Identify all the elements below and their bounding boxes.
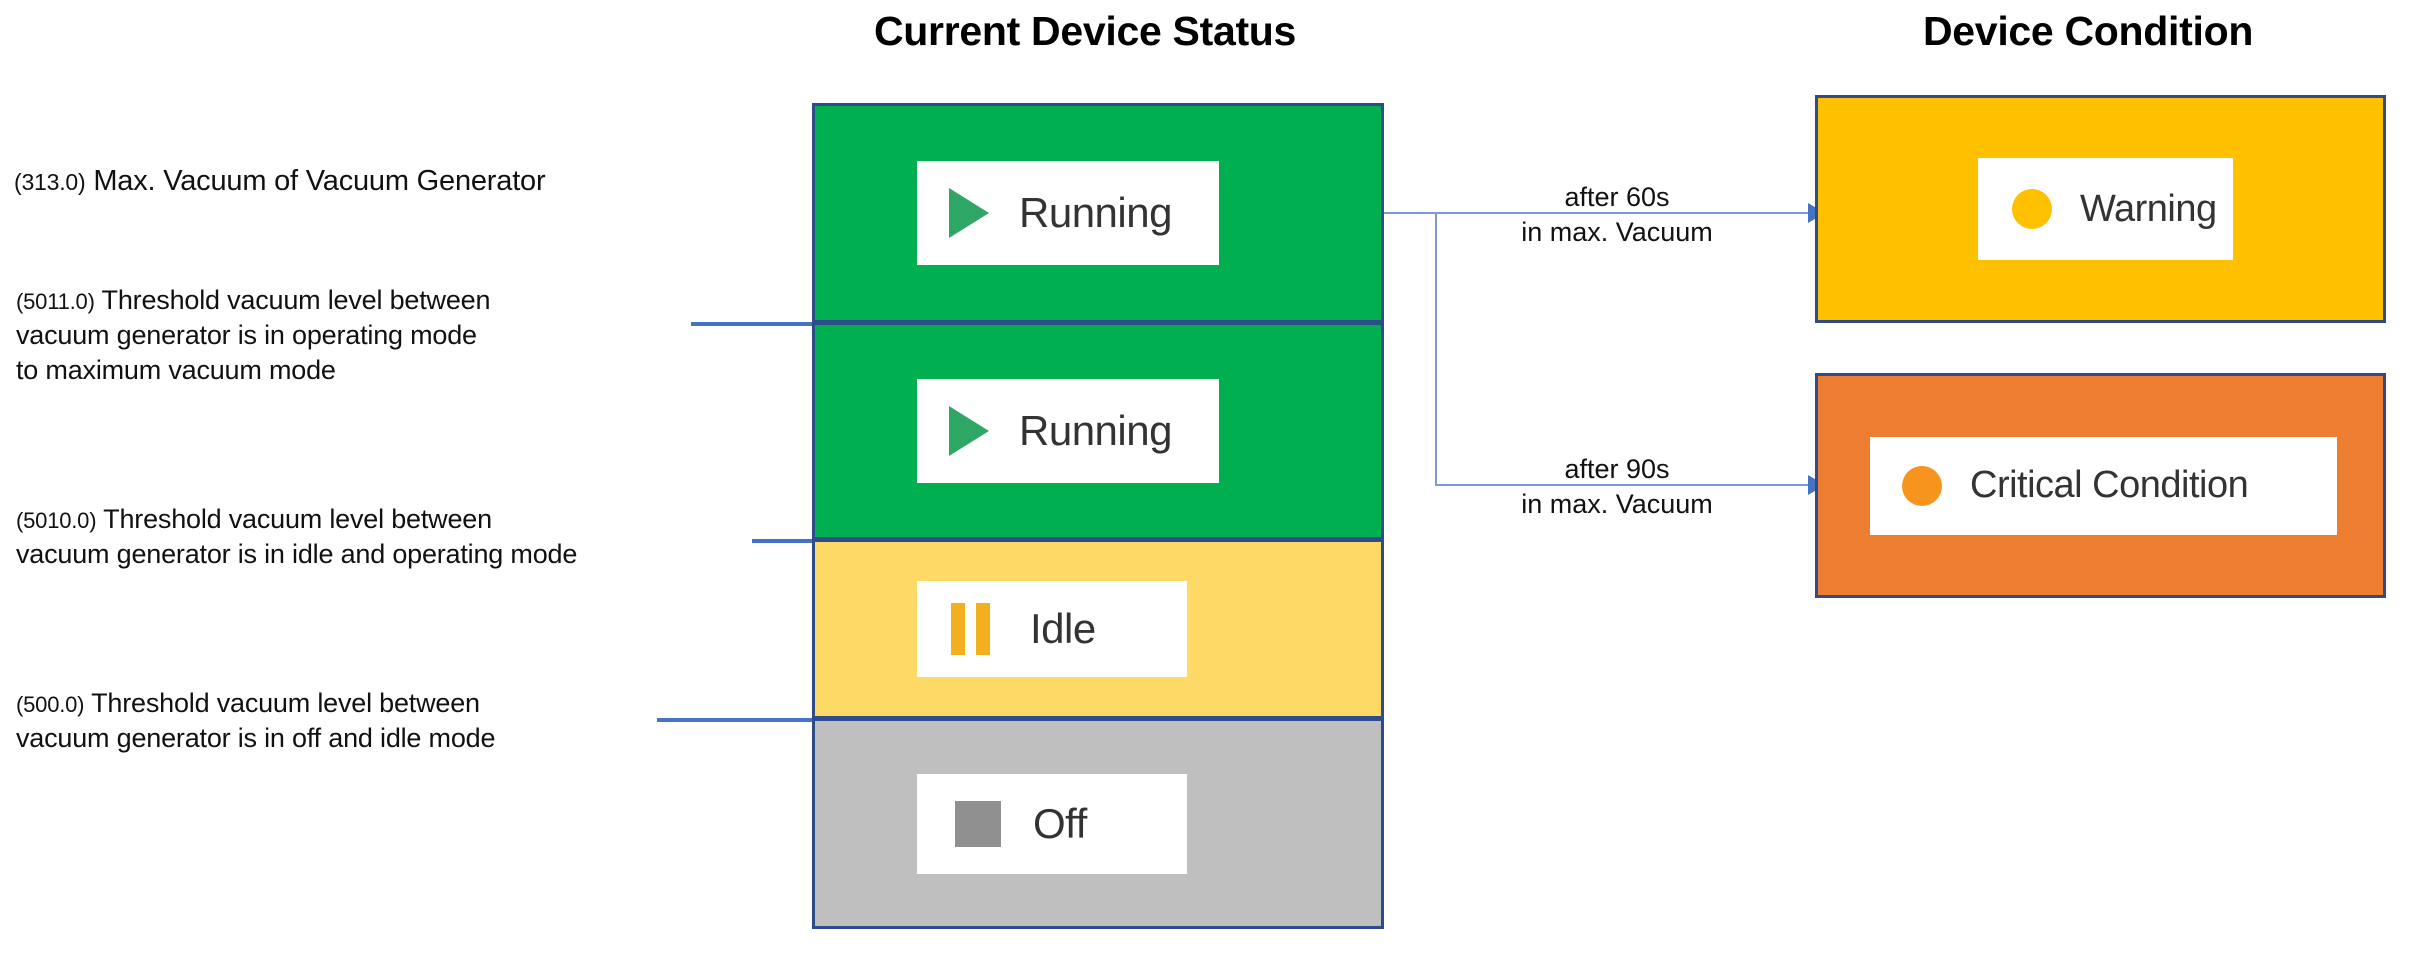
status-box-running-operating[interactable]: Running (812, 322, 1384, 540)
current-device-status-stack: Running Running Idle Off (812, 103, 1384, 929)
condition-box-warning[interactable]: Warning (1815, 95, 2386, 323)
annotation-threshold-5011: (5011.0) Threshold vacuum level between … (16, 283, 666, 388)
annotation-code: (313.0) (14, 169, 86, 195)
leader-line-5011 (691, 322, 815, 326)
page-title-current-device-status: Current Device Status (874, 8, 1297, 54)
annotation-max-vacuum: (313.0) Max. Vacuum of Vacuum Generator (14, 163, 654, 201)
status-chip: Idle (917, 581, 1187, 677)
stop-icon (955, 800, 1001, 847)
status-box-off[interactable]: Off (812, 718, 1384, 929)
annotation-line: Max. Vacuum of Vacuum Generator (93, 165, 546, 197)
status-box-idle[interactable]: Idle (812, 539, 1384, 719)
connector-line-critical (1435, 484, 1810, 486)
annotation-line: vacuum generator is in operating mode (16, 320, 477, 351)
pause-icon (951, 603, 990, 655)
page-title-device-condition: Device Condition (1923, 8, 2254, 54)
status-label: Running (1019, 189, 1172, 236)
transition-line-2: in max. Vacuum (1521, 489, 1713, 520)
annotation-line: Threshold vacuum level between (103, 504, 492, 534)
connector-line-warning (1435, 212, 1810, 214)
status-label: Running (1019, 407, 1172, 454)
condition-chip: Warning (1978, 158, 2233, 260)
status-chip: Running (917, 161, 1219, 265)
annotation-line: Threshold vacuum level between (91, 688, 480, 718)
transition-label-warning: after 60s in max. Vacuum (1492, 180, 1742, 250)
condition-label: Critical Condition (1970, 464, 2249, 506)
connector-line-branch (1435, 212, 1437, 485)
play-icon (949, 188, 989, 238)
transition-line-1: after 90s (1564, 454, 1670, 484)
annotation-code: (500.0) (16, 692, 85, 717)
circle-icon (2012, 189, 2052, 229)
annotation-code: (5010.0) (16, 508, 97, 533)
transition-label-critical: after 90s in max. Vacuum (1492, 452, 1742, 522)
condition-chip: Critical Condition (1870, 436, 2337, 535)
connector-line-stem (1384, 212, 1436, 214)
annotation-line: Threshold vacuum level between (101, 285, 491, 315)
play-icon (949, 406, 989, 456)
leader-line-5010 (752, 539, 816, 543)
annotation-line: to maximum vacuum mode (16, 355, 336, 386)
status-chip: Running (917, 379, 1219, 483)
circle-icon (1902, 465, 1942, 506)
condition-box-critical[interactable]: Critical Condition (1815, 373, 2386, 598)
annotation-code: (5011.0) (16, 289, 95, 314)
status-chip: Off (917, 773, 1187, 874)
status-box-running-max[interactable]: Running (812, 103, 1384, 323)
condition-label: Warning (2080, 187, 2217, 230)
transition-line-1: after 60s (1564, 182, 1670, 212)
transition-line-2: in max. Vacuum (1521, 217, 1713, 248)
status-label: Off (1033, 799, 1087, 847)
annotation-line: vacuum generator is in idle and operatin… (16, 539, 578, 570)
annotation-line: vacuum generator is in off and idle mode (16, 723, 496, 754)
leader-line-500 (657, 718, 816, 722)
annotation-threshold-500: (500.0) Threshold vacuum level between v… (16, 686, 676, 756)
annotation-threshold-5010: (5010.0) Threshold vacuum level between … (16, 502, 756, 572)
status-label: Idle (1030, 605, 1096, 652)
